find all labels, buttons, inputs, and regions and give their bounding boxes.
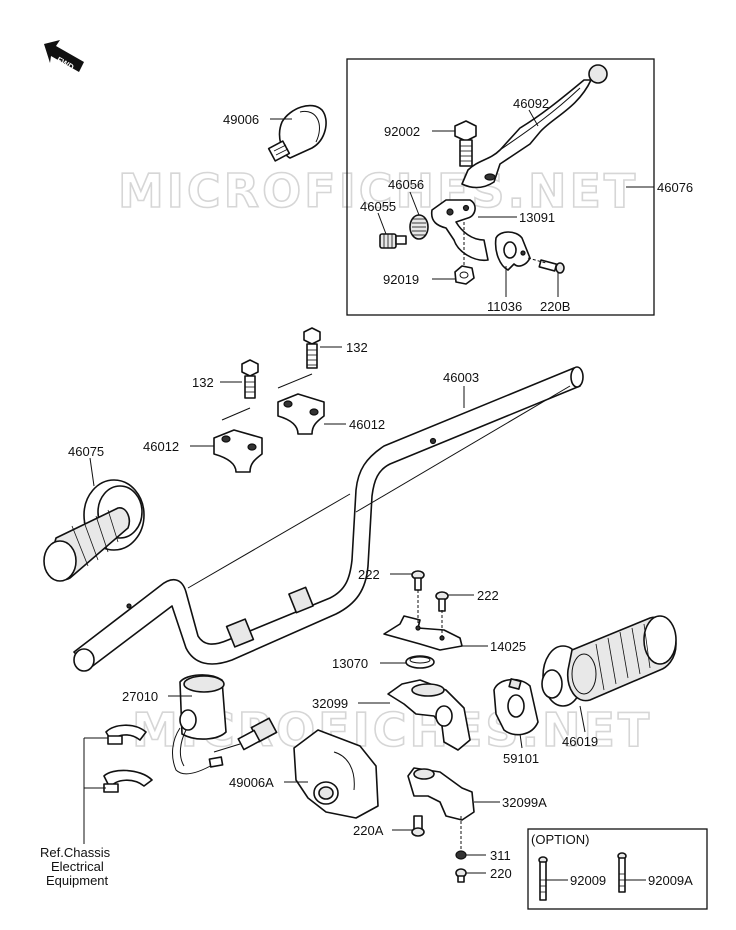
option-title: (OPTION) — [531, 832, 590, 847]
label-13091: 13091 — [519, 210, 555, 225]
part-92019-nut — [454, 265, 475, 285]
label-132-right: 132 — [346, 340, 368, 355]
part-220A-screw — [411, 815, 425, 837]
part-32099A-housing — [407, 767, 475, 821]
part-92002-bolt — [454, 120, 477, 167]
part-cable-tie-lower — [103, 769, 153, 793]
label-27010: 27010 — [122, 689, 158, 704]
fwd-arrow-icon: FWD — [44, 40, 84, 72]
label-46012-left: 46012 — [143, 439, 179, 454]
part-46056-adjuster — [409, 214, 429, 240]
part-220-screw — [455, 868, 467, 883]
label-46075: 46075 — [68, 444, 104, 459]
leader-46056 — [409, 191, 420, 216]
part-222-screw-right — [435, 591, 449, 612]
label-92009A: 92009A — [648, 873, 693, 888]
part-46012-holder-right — [277, 373, 325, 435]
part-11036-clamp — [494, 231, 531, 271]
label-220: 220 — [490, 866, 512, 881]
label-46012-right: 46012 — [349, 417, 385, 432]
part-92009A-bolt — [617, 852, 627, 893]
part-13070-ring — [405, 655, 435, 669]
part-59101-pulley — [493, 678, 539, 736]
label-222-right: 222 — [477, 588, 499, 603]
label-32099: 32099 — [312, 696, 348, 711]
part-46003-handlebar — [73, 366, 584, 672]
label-222-left: 222 — [358, 567, 380, 582]
part-46055-screw — [379, 233, 407, 249]
label-46092: 46092 — [513, 96, 549, 111]
label-220A: 220A — [353, 823, 384, 838]
option-box — [527, 828, 708, 910]
part-14025-cover — [383, 590, 463, 651]
leader-46075 — [89, 457, 95, 487]
leader-59101 — [519, 733, 523, 749]
label-92019: 92019 — [383, 272, 419, 287]
part-32099-housing — [387, 679, 471, 751]
axis-220B — [527, 257, 547, 264]
ref-text-line3: Equipment — [46, 873, 109, 888]
part-46019-grip — [541, 615, 677, 707]
ref-text-line2: Electrical — [51, 859, 104, 874]
label-32099A: 32099A — [502, 795, 547, 810]
leader-46055 — [377, 212, 387, 235]
label-11036: 11036 — [487, 299, 522, 314]
label-49006: 49006 — [223, 112, 259, 127]
label-311: 311 — [490, 848, 511, 863]
part-311-washer — [455, 850, 467, 860]
label-46056: 46056 — [388, 177, 424, 192]
part-connector — [213, 717, 278, 753]
label-220B: 220B — [540, 299, 570, 314]
watermark-top: MICROFICHES.NET — [118, 164, 638, 218]
label-49006A: 49006A — [229, 775, 274, 790]
part-132-bolt-left — [241, 359, 259, 399]
leader-46092 — [528, 109, 539, 127]
part-92009-bolt — [538, 856, 548, 901]
part-46012-holder-left — [213, 407, 263, 473]
part-46092-lever — [461, 64, 608, 189]
label-46055: 46055 — [360, 199, 396, 214]
part-27010-switch — [172, 674, 227, 775]
part-cable-tie-upper — [105, 724, 147, 745]
label-13070: 13070 — [332, 656, 368, 671]
label-46076: 46076 — [657, 180, 693, 195]
label-46003: 46003 — [443, 370, 479, 385]
label-132-left: 132 — [192, 375, 214, 390]
leader-46019 — [579, 705, 586, 733]
part-46075-grip — [43, 479, 145, 582]
label-92002: 92002 — [384, 124, 420, 139]
part-222-screw-left — [411, 570, 425, 591]
label-14025: 14025 — [490, 639, 526, 654]
part-132-bolt-right — [303, 327, 321, 369]
label-46019: 46019 — [562, 734, 598, 749]
ref-text-line1: Ref.Chassis — [40, 845, 111, 860]
label-59101: 59101 — [503, 751, 539, 766]
label-92009: 92009 — [570, 873, 606, 888]
part-49006A-cover — [293, 729, 379, 819]
part-49006-cover — [267, 104, 327, 162]
part-lever-bracket — [430, 199, 489, 262]
